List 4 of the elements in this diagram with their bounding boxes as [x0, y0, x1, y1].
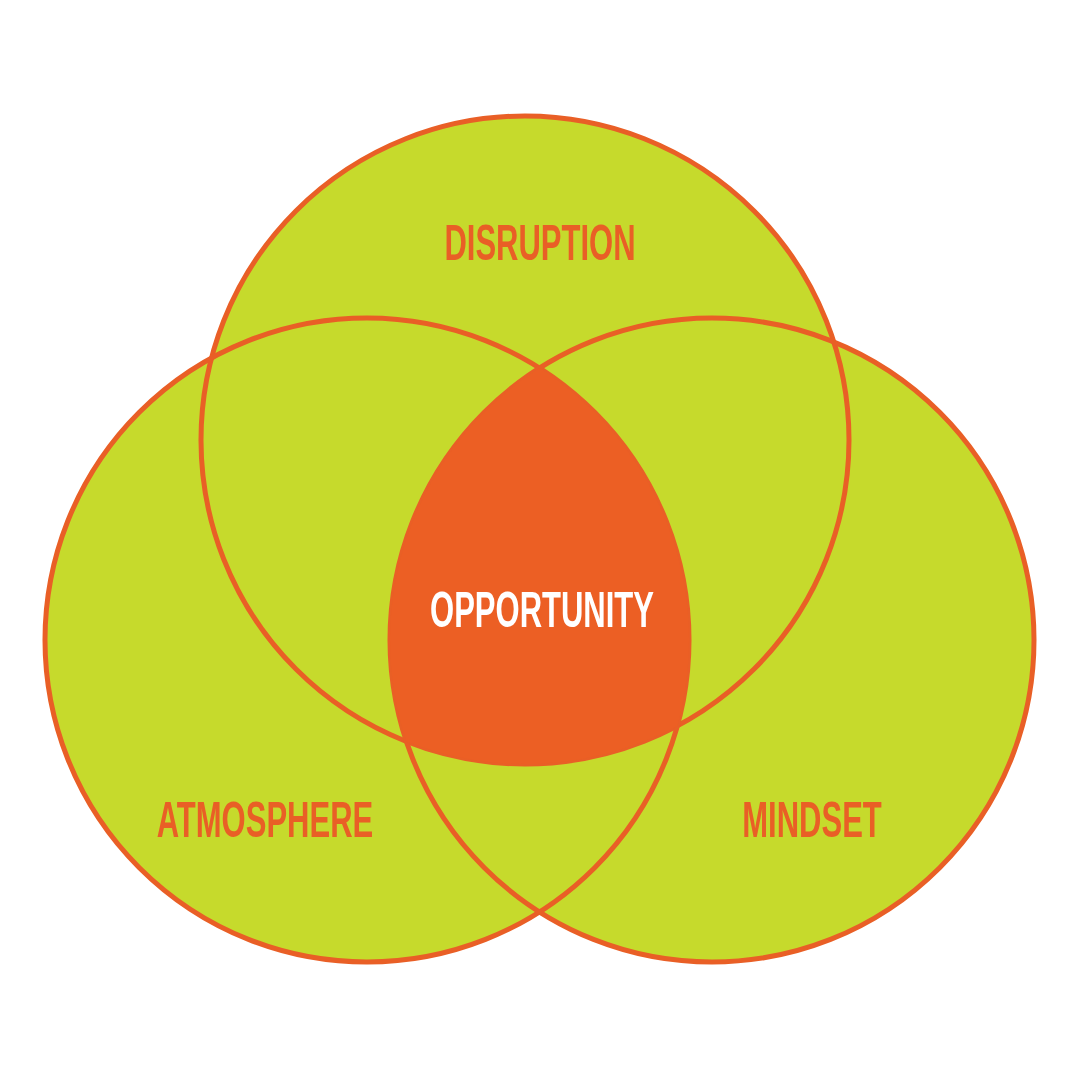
circle-label: MINDSET	[742, 795, 882, 845]
circle-label: DISRUPTION	[444, 218, 636, 268]
center-label: OPPORTUNITY	[430, 585, 654, 635]
circle-label: ATMOSPHERE	[156, 795, 374, 845]
